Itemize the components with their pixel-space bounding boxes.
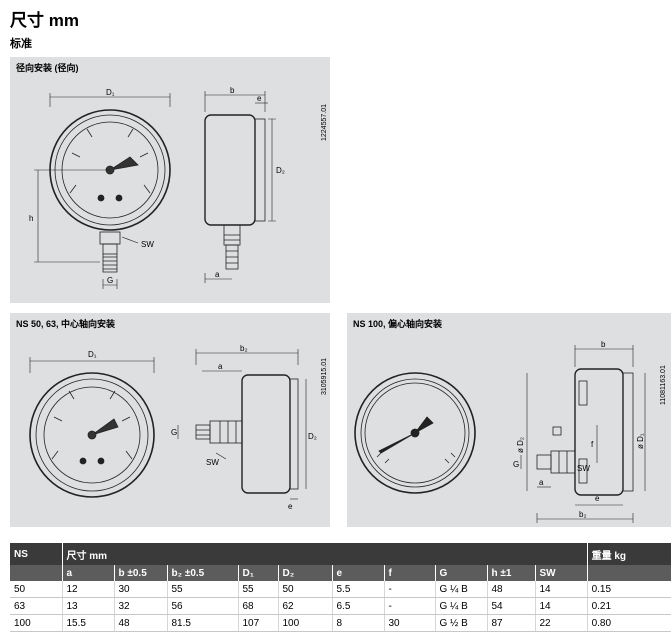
header-weight: 重量 kg — [586, 543, 671, 565]
dim-a: a — [218, 362, 223, 371]
col-g: G — [434, 565, 487, 581]
dim-sw: SW — [206, 458, 219, 467]
scale-ticks — [376, 452, 456, 464]
dim-d1: ø D₁ — [636, 433, 645, 449]
radial-mount-panel: 径向安装 (径向) D₁ b e D₂ h — [10, 57, 330, 303]
header-dimensions: 尺寸 mm — [61, 543, 588, 565]
col-b2: b₂ ±0.5 — [166, 565, 238, 581]
gauge-front-outline — [354, 372, 476, 494]
scale-ticks — [69, 128, 151, 194]
dim-b: b — [601, 340, 606, 349]
dim-b: b — [230, 86, 235, 95]
dim-sw: SW — [577, 464, 590, 473]
drawing-code-radial: 1224557.01 — [321, 104, 328, 141]
table-header-row: NS 尺寸 mm 重量 kg — [10, 543, 671, 565]
drawing-code-ns50: 3105915.01 — [321, 358, 328, 395]
col-h: h ±1 — [486, 565, 535, 581]
col-sw: SW — [534, 565, 588, 581]
ns50-panel-label: NS 50, 63, 中心轴向安装 — [16, 319, 116, 329]
col-a: a — [61, 565, 114, 581]
col-b: b ±0.5 — [113, 565, 167, 581]
dim-e: e — [595, 494, 600, 503]
dim-a: a — [539, 478, 544, 487]
dimensions-table: NS 尺寸 mm 重量 kg a b ±0.5 b₂ ±0.5 D₁ D₂ e … — [10, 543, 671, 632]
radial-drawing: D₁ b e D₂ h SW G a 1224557.01 — [29, 86, 328, 289]
dim-e: e — [257, 94, 262, 103]
dim-h: h — [29, 214, 33, 223]
page-subtitle: 标准 — [10, 38, 32, 50]
dim-b2: b₂ — [579, 510, 587, 519]
scale-ticks — [51, 390, 133, 460]
dim-f: f — [591, 440, 594, 449]
dim-d2: ø D₂ — [516, 437, 525, 453]
header-ns: NS — [10, 543, 62, 565]
page-title: 尺寸 mm — [10, 11, 79, 30]
dim-d1: D₁ — [106, 88, 115, 97]
radial-panel-label: 径向安装 (径向) — [16, 63, 79, 73]
ns100-mount-panel: NS 100, 偏心轴向安装 b ø D₂ ø D₁ f G SW — [347, 313, 671, 527]
dim-a: a — [215, 270, 220, 279]
gauge-front-outline — [29, 372, 155, 498]
gauge-side-outline — [241, 374, 291, 494]
ns100-panel-label: NS 100, 偏心轴向安装 — [353, 319, 443, 329]
drawing-code-ns100: 11081163.01 — [660, 365, 667, 405]
dim-d2: D₂ — [308, 432, 317, 441]
col-d1: D₁ — [237, 565, 278, 581]
dim-b2: b₂ — [240, 344, 248, 353]
ns50-drawing: D₁ b₂ G SW D₂ a e 3105915.01 — [29, 344, 328, 511]
dim-g: G — [171, 428, 177, 437]
dim-d1: D₁ — [88, 350, 97, 359]
dim-d2: D₂ — [276, 166, 285, 175]
gauge-side-outline — [204, 114, 256, 226]
dim-g: G — [107, 276, 113, 285]
pointer — [109, 156, 139, 171]
pointer — [378, 432, 416, 454]
ns50-mount-panel: NS 50, 63, 中心轴向安装 D₁ b₂ G SW D₂ a e 310 — [10, 313, 330, 527]
col-f: f — [383, 565, 435, 581]
col-d2: D₂ — [277, 565, 332, 581]
ns100-drawing: b ø D₂ ø D₁ f G SW a e b₂ 11081163.01 — [354, 340, 667, 523]
gauge-side-outline — [574, 368, 624, 496]
table-subheader-row: a b ±0.5 b₂ ±0.5 D₁ D₂ e f G h ±1 SW — [10, 565, 671, 581]
dim-g: G — [513, 460, 519, 469]
dim-e: e — [288, 502, 293, 511]
socket — [99, 231, 121, 245]
dim-sw: SW — [141, 240, 154, 249]
col-e: e — [331, 565, 384, 581]
